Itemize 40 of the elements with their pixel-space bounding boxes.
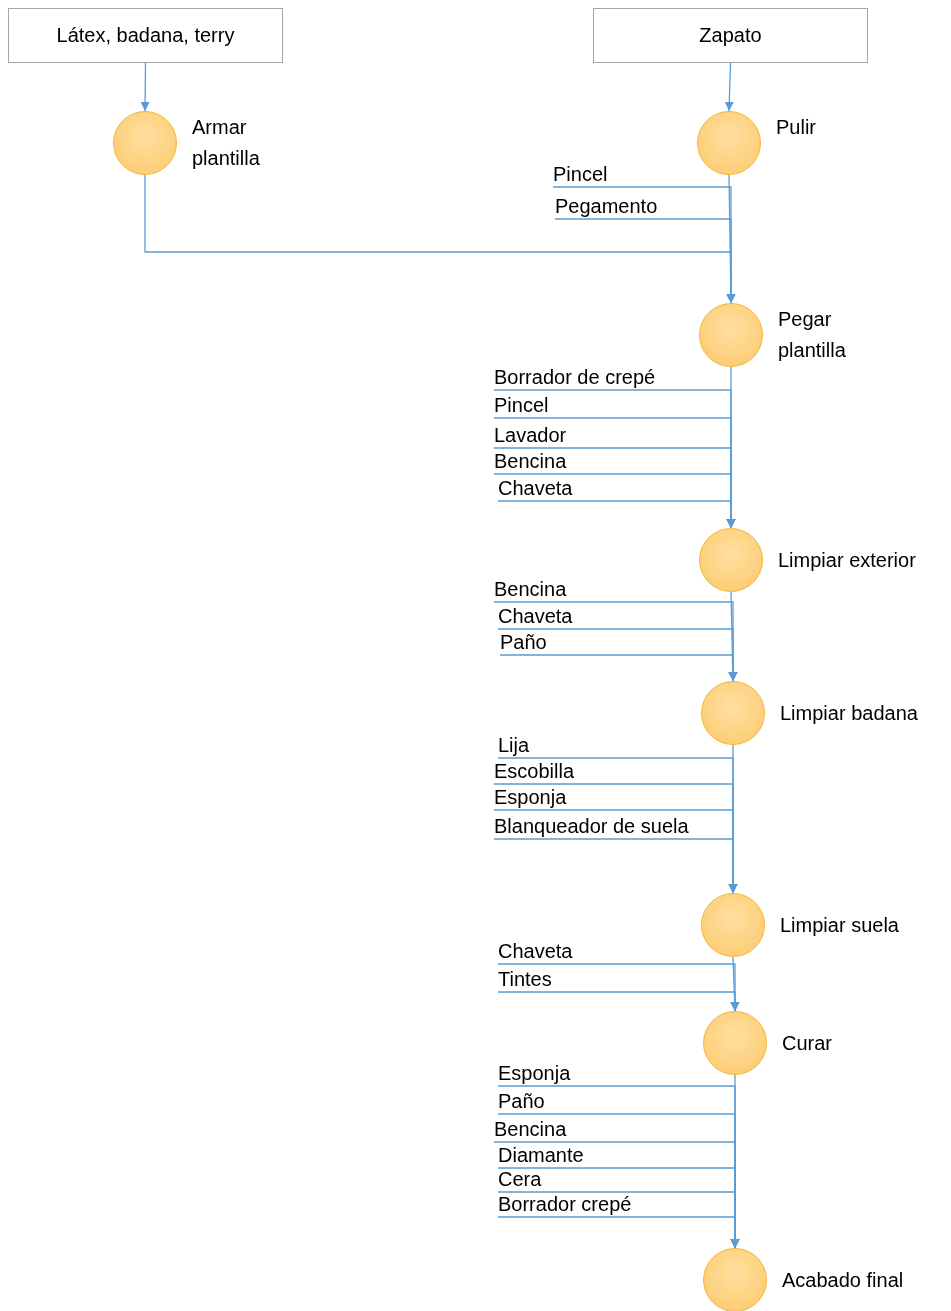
- connector-line: [499, 654, 738, 682]
- step-label: Pulir: [776, 115, 817, 140]
- material-label: Paño: [500, 630, 547, 654]
- connector-line: [497, 500, 736, 529]
- material-label: Diamante: [498, 1143, 584, 1167]
- material-label: Bencina: [494, 1117, 567, 1141]
- material-label: Lavador: [494, 423, 567, 447]
- material-label: Borrador de crepé: [494, 365, 656, 389]
- material-label: Chaveta: [498, 939, 573, 963]
- material-label: Pincel: [553, 162, 608, 186]
- connector-line: [140, 62, 150, 112]
- material-label: Lija: [498, 733, 530, 757]
- material-label: Bencina: [494, 449, 567, 473]
- material-label: Esponja: [494, 785, 567, 809]
- material-label: Pegamento: [555, 194, 658, 218]
- material-label: Escobilla: [494, 759, 575, 783]
- step-label: Limpiar suela: [780, 912, 900, 938]
- connector-line: [724, 62, 734, 112]
- step-label: Pegar plantilla: [778, 307, 847, 363]
- step-label: Limpiar badana: [780, 700, 919, 726]
- step-label: Armar plantilla: [192, 115, 261, 171]
- material-label: Cera: [498, 1167, 542, 1191]
- input-box: Látex, badana, terry: [8, 8, 283, 63]
- connector-line: [497, 991, 740, 1012]
- material-label: Esponja: [498, 1061, 571, 1085]
- material-label: Chaveta: [498, 604, 573, 628]
- material-label: Bencina: [494, 577, 567, 601]
- step-label: Acabado final: [782, 1267, 905, 1293]
- connector-line: [554, 218, 736, 304]
- material-label: Blanqueador de suela: [494, 814, 689, 838]
- material-label: Borrador crepé: [498, 1192, 632, 1216]
- input-box: Zapato: [593, 8, 868, 63]
- step-label: Limpiar exterior: [778, 547, 917, 573]
- material-label: Pincel: [494, 393, 549, 417]
- connector-line: [497, 1216, 740, 1249]
- step-label: Curar: [782, 1030, 833, 1056]
- material-label: Tintes: [498, 967, 552, 991]
- material-label: Chaveta: [498, 476, 573, 500]
- material-label: Paño: [498, 1089, 545, 1113]
- connector-line: [493, 838, 738, 894]
